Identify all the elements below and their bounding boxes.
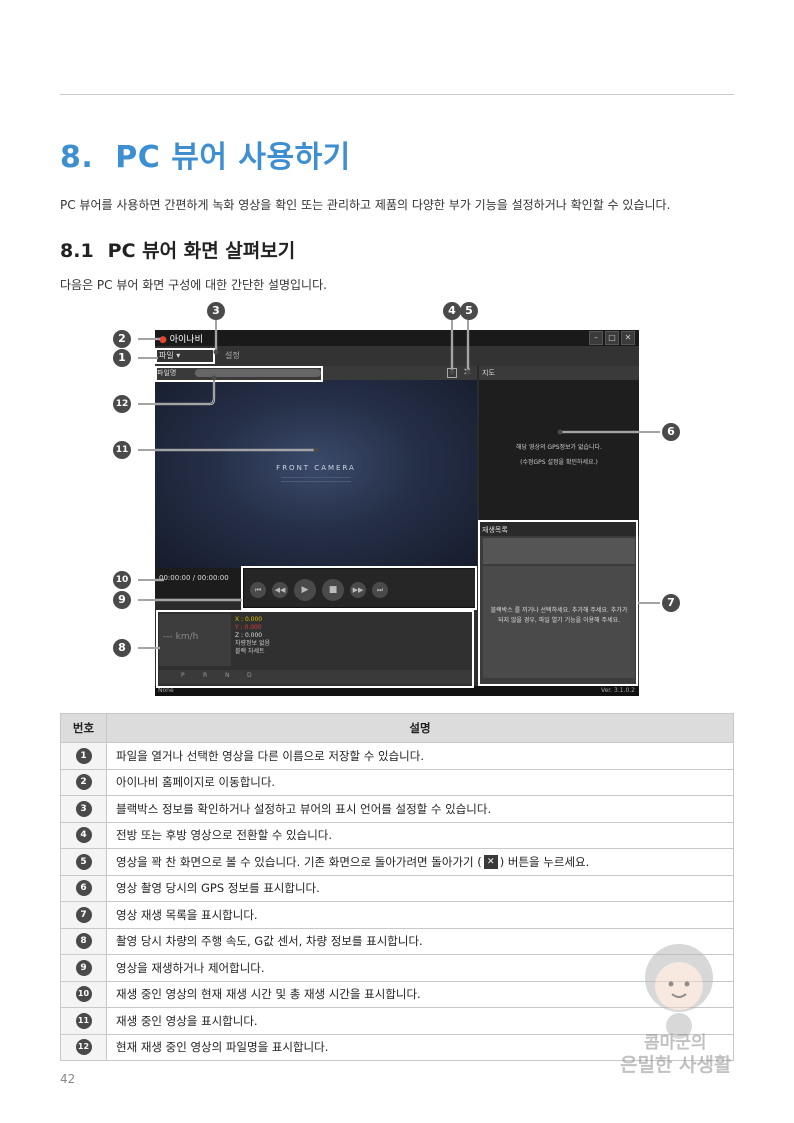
- mascot-icon: [645, 944, 713, 1039]
- callout-8: 8: [113, 639, 131, 657]
- next-file-icon[interactable]: ⏭: [372, 582, 388, 598]
- divider: [281, 481, 351, 482]
- playback-controls: ⏮ ◀◀ ▶ ■ ▶▶ ⏭: [243, 568, 477, 608]
- callout-12: 12: [113, 395, 131, 413]
- inavi-logo[interactable]: ● 아이나비: [159, 335, 203, 345]
- speedometer: --- km/h: [159, 614, 231, 666]
- callout-3: 3: [207, 302, 225, 320]
- time-display: 00:00:00 / 00:00:00: [155, 568, 243, 598]
- filename-label: 파일명: [157, 369, 177, 377]
- file-menu[interactable]: 파일 ▾: [159, 351, 181, 360]
- rewind-icon[interactable]: ◀◀: [272, 582, 288, 598]
- page-number: 42: [60, 1072, 76, 1086]
- maximize-icon[interactable]: □: [605, 331, 619, 345]
- divider: [281, 477, 351, 478]
- play-icon[interactable]: ▶: [294, 579, 316, 601]
- viewer-titlebar: ● 아이나비 – □ ✕: [155, 330, 639, 346]
- callout-2: 2: [113, 330, 131, 348]
- section-heading: 8. PC 뷰어 사용하기: [60, 132, 351, 176]
- callout-1: 1: [113, 349, 131, 367]
- subsection-intro: 다음은 PC 뷰어 화면 구성에 대한 간단한 설명입니다.: [60, 278, 327, 292]
- close-icon[interactable]: ✕: [621, 331, 635, 345]
- top-rule: [60, 94, 734, 95]
- prev-file-icon[interactable]: ⏮: [250, 582, 266, 598]
- gear-indicator: P R N D: [159, 670, 473, 684]
- section-intro: PC 뷰어를 사용하면 간편하게 녹화 영상을 확인 또는 관리하고 제품의 다…: [60, 198, 671, 212]
- playlist-body[interactable]: 블랙박스 를 끼거나 선택하세요. 추가해 주세요. 추가가 되지 않을 경우,…: [483, 566, 635, 678]
- gps-message: 해당 영상의 GPS정보가 없습니다. (수정GPS 설정을 확인하세요.): [516, 444, 602, 466]
- highlight-playlist: [478, 520, 638, 686]
- settings-menu[interactable]: 설정: [225, 351, 240, 360]
- playlist-header: 재생목록: [479, 522, 639, 536]
- highlight-file-menu: [155, 348, 215, 364]
- watermark-line2: 은밀한 사생활: [620, 1054, 732, 1076]
- section-title: PC 뷰어 사용하기: [115, 140, 351, 175]
- viewer-statusbar: None Ver. 3.1.0.2: [155, 686, 639, 696]
- filename-field: [195, 369, 321, 377]
- subsection-heading: 8.1 PC 뷰어 화면 살펴보기: [60, 236, 295, 263]
- callout-4: 4: [443, 302, 461, 320]
- gps-panel: 지도 해당 영상의 GPS정보가 없습니다. (수정GPS 설정을 확인하세요.…: [479, 366, 639, 520]
- callout-7: 7: [662, 594, 680, 612]
- highlight-filename: [155, 366, 323, 382]
- time-text: 00:00:00 / 00:00:00: [159, 574, 229, 582]
- forward-icon[interactable]: ▶▶: [350, 582, 366, 598]
- playlist-message: 블랙박스 를 끼거나 선택하세요. 추가해 주세요. 추가가 되지 않을 경우,…: [490, 607, 628, 624]
- callout-5: 5: [460, 302, 478, 320]
- back-button-icon: ✕: [483, 855, 498, 870]
- driving-info-panel: --- km/h X : 0.000 Y : 0.000 Z : 0.000 차…: [155, 610, 477, 686]
- col-description: 설명: [106, 713, 734, 743]
- col-number: 번호: [60, 713, 107, 743]
- callout-9: 9: [113, 591, 131, 609]
- callout-11: 11: [113, 441, 131, 459]
- minimize-icon[interactable]: –: [589, 331, 603, 345]
- front-camera-label: FRONT CAMERA: [276, 464, 356, 472]
- subsection-number: 8.1: [60, 240, 94, 262]
- g-sensor-info: X : 0.000 Y : 0.000 Z : 0.000 차량정보 없음 블랙…: [235, 616, 271, 655]
- section-number: 8.: [60, 140, 94, 175]
- window-controls: – □ ✕: [589, 331, 635, 345]
- gps-header: 지도: [479, 366, 639, 380]
- callout-6: 6: [662, 423, 680, 441]
- playlist-panel: 재생목록 블랙박스 를 끼거나 선택하세요. 추가해 주세요. 추가가 되지 않…: [479, 522, 639, 696]
- highlight-controls: [241, 566, 477, 610]
- pc-viewer-screenshot: ● 아이나비 – □ ✕ 파일 ▾ 설정 파일명 ✕ FRONT CAMERA …: [155, 330, 639, 696]
- subsection-title: PC 뷰어 화면 살펴보기: [107, 240, 296, 262]
- callout-10: 10: [113, 571, 131, 589]
- stop-icon[interactable]: ■: [322, 579, 344, 601]
- watermark-line1: 콤마군의: [644, 1033, 707, 1053]
- playlist-tabs[interactable]: [483, 538, 635, 564]
- video-area[interactable]: FRONT CAMERA: [155, 380, 477, 568]
- watermark: 콤마군의 은밀한 사생활: [616, 940, 742, 1080]
- speed-value: --- km/h: [163, 632, 199, 642]
